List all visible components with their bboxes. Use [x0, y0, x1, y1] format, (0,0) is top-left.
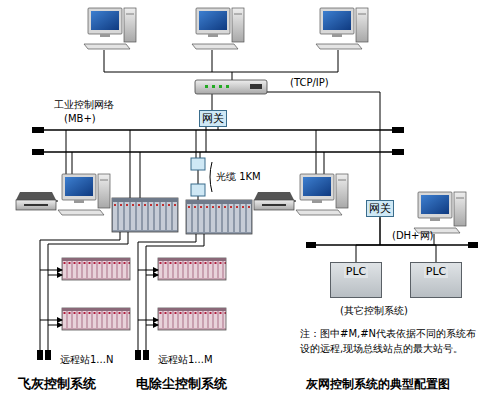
protocol-label: (TCP/IP) — [290, 76, 329, 89]
network-label: 工业控制网络 — [54, 98, 114, 111]
network-label: (DH+网) — [392, 229, 433, 242]
plc-box: PLC — [330, 262, 382, 298]
network-label: (MB+) — [64, 112, 96, 125]
note-text: 注：图中#M,#N代表依据不同的系统布设的远程,现场总线站点的最大站号。 — [300, 326, 478, 356]
group-label: (其它控制系统) — [340, 304, 408, 317]
system-label: 电除尘控制系统 — [136, 376, 227, 393]
gateway-box: 网关 — [366, 200, 394, 217]
station-label: 远程站1...N — [60, 353, 113, 366]
fiber-label: 光缆 1KM — [216, 170, 261, 183]
bus-connector — [356, 217, 380, 262]
node-label: PLC — [344, 265, 368, 278]
gateway-box: 网关 — [199, 110, 227, 127]
node-label: PLC — [424, 265, 448, 278]
node-label: 网关 — [369, 202, 391, 215]
plc-box: PLC — [410, 262, 462, 298]
bus-connector — [380, 217, 436, 262]
node-label: 网关 — [202, 112, 224, 125]
diagram-title: 灰网控制系统的典型配置图 — [306, 377, 450, 393]
station-label: 远程站1...M — [158, 353, 213, 366]
system-label: 飞灰控制系统 — [18, 376, 96, 393]
